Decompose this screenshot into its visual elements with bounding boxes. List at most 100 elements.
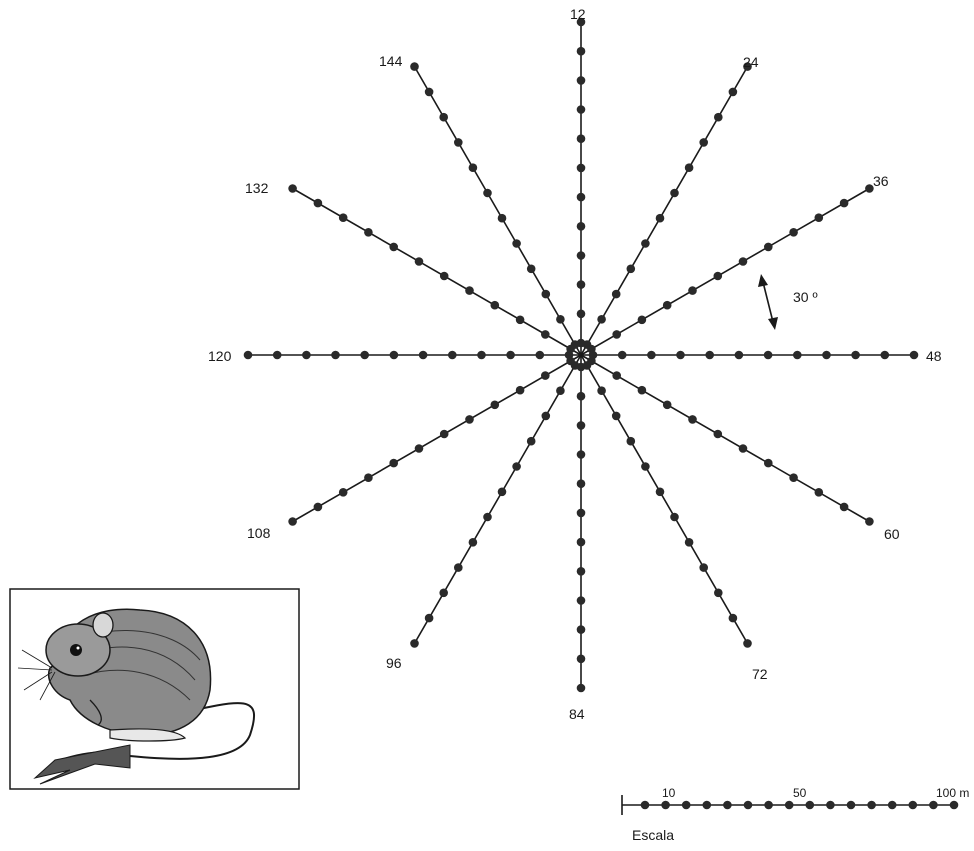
trap-point bbox=[739, 444, 748, 453]
trap-line-108 bbox=[288, 355, 581, 526]
trap-point bbox=[735, 351, 744, 360]
scale-point bbox=[764, 801, 773, 810]
trap-line-12 bbox=[577, 18, 586, 355]
trap-point bbox=[815, 488, 824, 497]
scale-point bbox=[723, 801, 732, 810]
trap-point bbox=[577, 655, 586, 664]
scale-point bbox=[661, 801, 670, 810]
scale-point bbox=[929, 801, 938, 810]
trap-point bbox=[273, 351, 282, 360]
station-label-60: 60 bbox=[884, 526, 900, 542]
trap-point bbox=[663, 401, 672, 410]
trap-point bbox=[656, 488, 665, 497]
trap-point bbox=[881, 351, 890, 360]
trap-point bbox=[764, 351, 773, 360]
trap-point bbox=[577, 310, 586, 319]
trap-point bbox=[577, 625, 586, 634]
station-label-144: 144 bbox=[379, 53, 403, 69]
trap-point bbox=[597, 315, 606, 324]
trap-point bbox=[789, 473, 798, 482]
trap-point bbox=[577, 251, 586, 260]
trap-point bbox=[425, 614, 434, 623]
trap-point bbox=[302, 351, 311, 360]
trap-point bbox=[743, 639, 752, 648]
trap-point bbox=[454, 563, 463, 572]
station-label-12: 12 bbox=[570, 6, 586, 22]
trap-line-stroke bbox=[581, 189, 869, 356]
trap-point bbox=[656, 214, 665, 223]
station-label-120: 120 bbox=[208, 348, 232, 364]
trap-point bbox=[641, 239, 650, 248]
trap-point bbox=[577, 164, 586, 173]
trap-point bbox=[577, 392, 586, 401]
trap-line-24 bbox=[581, 62, 752, 355]
trap-point bbox=[729, 614, 738, 623]
trap-point bbox=[618, 351, 627, 360]
station-label-72: 72 bbox=[752, 666, 768, 682]
angle-label: 30 º bbox=[793, 289, 818, 305]
trap-point bbox=[577, 567, 586, 576]
kangaroo-rat-illustration bbox=[10, 589, 299, 789]
trap-point bbox=[439, 589, 448, 598]
station-label-48: 48 bbox=[926, 348, 942, 364]
trap-point bbox=[685, 538, 694, 547]
trap-point bbox=[699, 138, 708, 147]
trap-point bbox=[577, 684, 586, 693]
trap-point bbox=[415, 444, 424, 453]
scale-title: Escala bbox=[632, 827, 674, 843]
station-label-36: 36 bbox=[873, 173, 889, 189]
trap-point bbox=[331, 351, 340, 360]
trap-point bbox=[670, 189, 679, 198]
scale-tick-50: 50 bbox=[793, 786, 807, 800]
trap-point bbox=[288, 184, 297, 193]
trap-point bbox=[288, 517, 297, 526]
trap-point bbox=[389, 459, 398, 468]
trap-point bbox=[612, 330, 621, 339]
trap-point bbox=[483, 513, 492, 522]
scale-point bbox=[744, 801, 753, 810]
trap-line-132 bbox=[288, 184, 581, 355]
trap-line-84 bbox=[577, 355, 586, 692]
trap-point bbox=[705, 351, 714, 360]
trap-point bbox=[789, 228, 798, 237]
trap-point bbox=[641, 462, 650, 471]
trap-point bbox=[663, 301, 672, 310]
trap-point bbox=[638, 386, 647, 395]
trap-point bbox=[536, 351, 545, 360]
trap-point bbox=[729, 88, 738, 97]
trap-lines bbox=[244, 18, 919, 693]
trap-point bbox=[851, 351, 860, 360]
trap-point bbox=[527, 265, 536, 274]
trap-point bbox=[840, 503, 849, 512]
trap-point bbox=[612, 412, 621, 421]
scale-point bbox=[682, 801, 691, 810]
trap-point bbox=[314, 199, 323, 208]
trap-point bbox=[815, 213, 824, 222]
trap-point bbox=[638, 316, 647, 325]
trap-point bbox=[840, 199, 849, 208]
trap-point bbox=[556, 315, 565, 324]
trap-point bbox=[339, 213, 348, 222]
trap-point bbox=[516, 386, 525, 395]
trap-point bbox=[577, 596, 586, 605]
trap-point bbox=[419, 351, 428, 360]
trap-point bbox=[577, 509, 586, 518]
scale-point bbox=[785, 801, 794, 810]
trap-point bbox=[764, 459, 773, 468]
station-label-108: 108 bbox=[247, 525, 271, 541]
trap-point bbox=[714, 589, 723, 598]
trap-point bbox=[542, 290, 551, 299]
trap-point bbox=[491, 301, 500, 310]
trap-point bbox=[364, 473, 373, 482]
trap-point bbox=[577, 479, 586, 488]
trap-point bbox=[389, 243, 398, 252]
trap-point bbox=[714, 113, 723, 122]
trap-point bbox=[612, 371, 621, 380]
angle-arrow-icon bbox=[758, 274, 778, 330]
trap-line-stroke bbox=[581, 67, 748, 355]
trap-point bbox=[498, 488, 507, 497]
trap-point bbox=[577, 538, 586, 547]
trap-point bbox=[688, 286, 697, 295]
trap-point bbox=[542, 412, 551, 421]
